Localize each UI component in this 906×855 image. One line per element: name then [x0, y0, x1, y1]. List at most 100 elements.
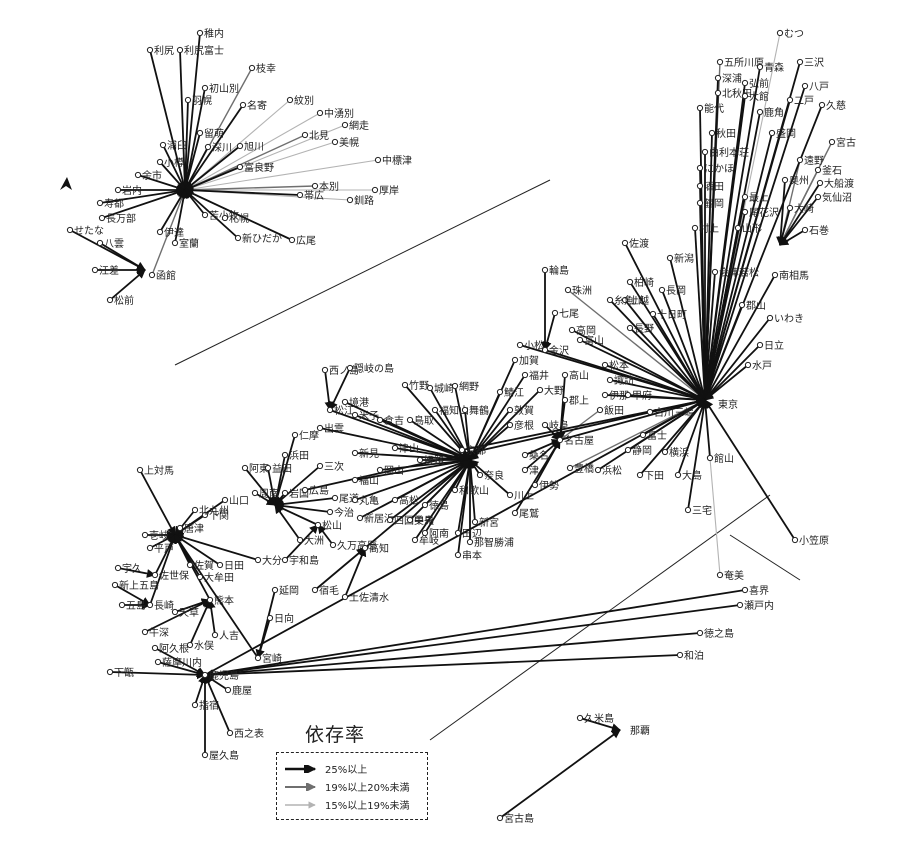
place-node: [506, 421, 514, 429]
legend-item-tier2: 19%以上20%未満: [285, 779, 409, 794]
place-label: 鶴岡: [704, 197, 724, 210]
place-label: 丸亀: [359, 494, 379, 507]
place-label: 福山: [359, 474, 379, 487]
place-node: [314, 521, 322, 529]
place-label: 人吉: [219, 630, 239, 642]
dependency-arrow: [184, 112, 321, 191]
place-node: [521, 451, 529, 459]
dependency-arrow: [701, 66, 761, 401]
dependency-arrow: [571, 329, 706, 401]
legend: 25%以上 19%以上20%未満 15%以上19%未満: [276, 752, 428, 820]
place-label: いわき: [774, 313, 804, 325]
place-label: 糸魚川: [614, 294, 644, 307]
place-node: [96, 199, 104, 207]
place-label: 富士: [647, 429, 667, 442]
place-label: 唐津: [184, 522, 204, 535]
dependency-arrow: [109, 269, 146, 301]
place-label: 伊那: [609, 390, 629, 402]
place-label: 竹野: [409, 379, 429, 392]
place-label: 鯖江: [504, 386, 524, 399]
dependency-arrow: [579, 717, 621, 732]
place-label: 名寄: [247, 99, 267, 112]
dependency-arrow: [364, 459, 471, 549]
place-label: 珠洲: [572, 284, 592, 297]
place-label: 牛深: [149, 626, 169, 639]
place-label: 最上: [749, 192, 769, 204]
place-node: [741, 193, 749, 201]
dependency-arrow: [414, 459, 471, 541]
place-node: [281, 489, 289, 497]
region-divider: [429, 494, 771, 741]
place-node: [206, 596, 214, 604]
place-label: 福井: [529, 369, 549, 382]
place-node: [254, 654, 262, 662]
dependency-arrow: [179, 49, 190, 191]
place-label: 熊本: [214, 594, 234, 607]
place-node: [471, 518, 479, 526]
place-node: [96, 239, 104, 247]
place-label: 周南: [259, 487, 279, 500]
place-node: [171, 239, 179, 247]
place-label: 舞鶴: [469, 404, 489, 417]
place-node: [756, 341, 764, 349]
dependency-arrow: [174, 534, 211, 601]
dependency-arrow: [409, 459, 471, 521]
place-node: [541, 346, 549, 354]
place-node: [556, 436, 564, 444]
hub-label-tokyo: 東京: [718, 398, 738, 411]
place-node: [341, 398, 349, 406]
place-label: むつ: [784, 28, 804, 40]
place-label: 大野: [544, 384, 564, 397]
place-node: [741, 586, 749, 594]
place-node: [321, 366, 329, 374]
place-node: [696, 629, 704, 637]
place-label: 奥州: [789, 174, 809, 187]
place-node: [506, 491, 514, 499]
place-node: [786, 204, 794, 212]
place-node: [421, 529, 429, 537]
dependency-arrow: [204, 632, 701, 679]
dependency-arrow: [204, 654, 681, 680]
place-node: [236, 142, 244, 150]
place-label: 豊橋: [574, 462, 594, 475]
dependency-arrow: [354, 456, 471, 481]
place-node: [771, 271, 779, 279]
place-node: [391, 496, 399, 504]
place-node: [466, 538, 474, 546]
place-label: 横浜: [669, 446, 689, 459]
place-node: [136, 466, 144, 474]
place-label: 川上: [514, 490, 534, 502]
place-node: [346, 364, 354, 372]
place-label: 旭川: [244, 141, 264, 153]
place-label: 十日町: [657, 308, 687, 321]
dependency-arrow: [779, 229, 806, 246]
dependency-arrow: [324, 369, 334, 411]
place-node: [146, 601, 154, 609]
place-node: [426, 384, 434, 392]
dependency-arrow: [184, 189, 293, 241]
place-node: [264, 464, 272, 472]
place-label: 尾花沢: [749, 206, 779, 219]
place-label: 天草: [179, 607, 199, 619]
dependency-arrow: [609, 299, 706, 401]
place-node: [154, 658, 162, 666]
place-node: [696, 182, 704, 190]
place-node: [114, 186, 122, 194]
place-label: 久米島: [584, 712, 614, 725]
place-label: 津山: [399, 443, 419, 455]
place-label: 三沢: [804, 56, 824, 69]
place-node: [621, 296, 629, 304]
place-label: 浜田: [289, 450, 309, 462]
place-label: 串本: [462, 549, 482, 562]
dependency-arrow: [182, 132, 201, 191]
place-node: [386, 516, 394, 524]
place-node: [684, 506, 692, 514]
dependency-arrow: [469, 391, 501, 461]
place-label: 五島: [126, 599, 146, 612]
place-label: 新ひだか: [242, 232, 282, 245]
dependency-arrow: [144, 599, 211, 633]
place-label: 初山別: [209, 82, 239, 95]
place-label: 伊勢: [539, 479, 559, 492]
place-label: 境港: [349, 396, 369, 409]
place-node: [186, 641, 194, 649]
